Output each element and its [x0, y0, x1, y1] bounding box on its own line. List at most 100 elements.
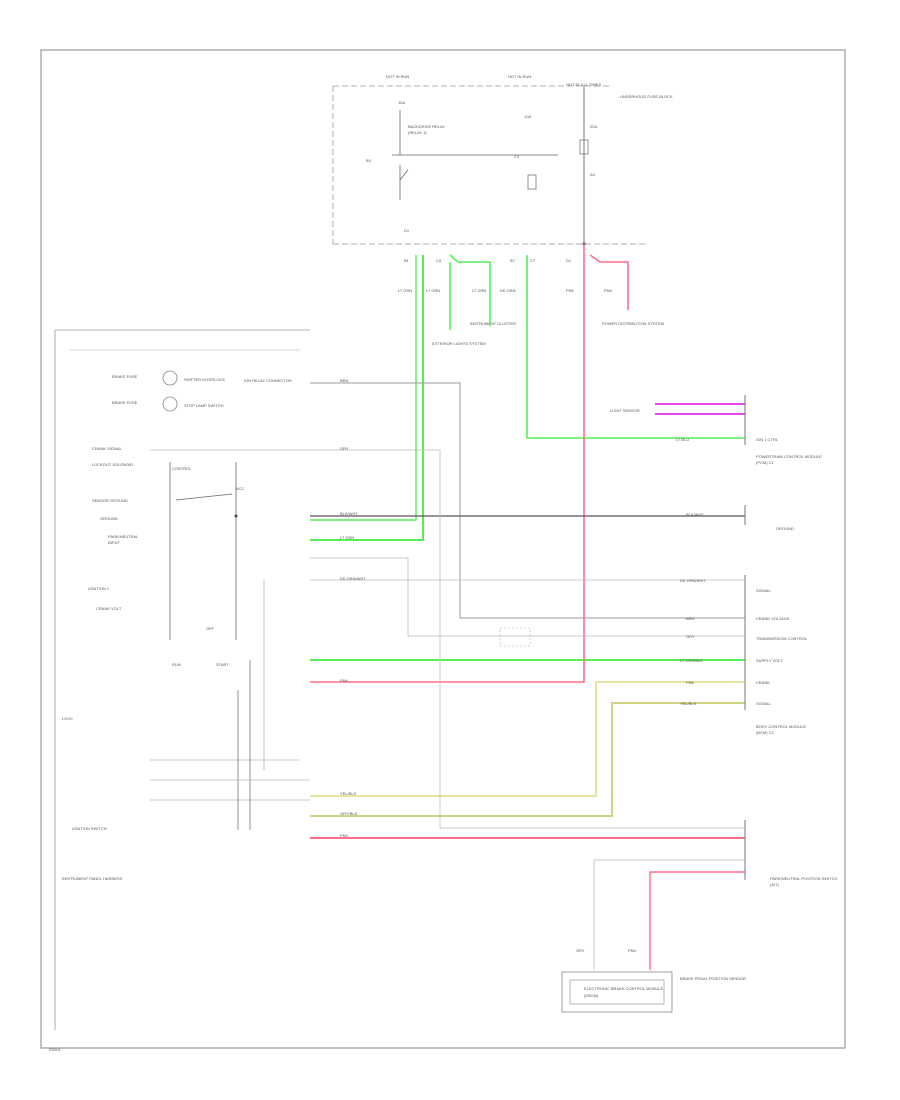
mid-gry: GRY: [340, 446, 349, 451]
wire-pnk-1: [310, 244, 585, 683]
top-pin-0: B1: [404, 258, 410, 263]
connector-d1: D1: [404, 228, 410, 233]
dest-instrument-cluster: INSTRUMENT CLUSTER: [470, 321, 516, 326]
right-row-6-circuit: CRANK: [756, 680, 770, 685]
left-item-4: SENSOR GROUND: [92, 498, 128, 503]
relay-label: BACKDRIVE RELAY: [408, 124, 445, 129]
right-row-1-circuit: GROUND: [776, 526, 794, 531]
wire-lt-grn-1: [310, 255, 424, 541]
switch-run: RUN: [172, 662, 181, 667]
left-footer-label: INSTRUMENT PANEL HARNESS: [62, 876, 123, 881]
left-item-5: GROUND: [100, 516, 118, 521]
top-wire-4: PNK: [566, 288, 575, 293]
connector-c2: C2: [514, 154, 520, 159]
top-wire-0: LT GRN: [398, 288, 412, 293]
page-id: R2001: [49, 1047, 62, 1052]
right-row-4-circuit: TRANSMISSION CONTROL: [756, 636, 808, 641]
left-bottom-label: IGNITION SWITCH: [72, 826, 107, 831]
right-labels: IGN 1 CTRL LT BLU POWERTRAIN CONTROL MOD…: [676, 395, 837, 887]
fuse-3: 20A: [590, 124, 597, 129]
top-wire-1: LT GRN: [426, 288, 440, 293]
wire-pnk-2: [589, 254, 629, 310]
wire-dk-grn: [526, 255, 745, 439]
right-row-6-wire: PNK: [686, 680, 695, 685]
left-sub-1: STOP LAMP SWITCH: [184, 403, 224, 408]
diagram-frame: [40, 49, 846, 1049]
ebcm-desc: BRAKE PEDAL POSITION SENSOR: [680, 976, 746, 981]
right-row-5-circuit: SUPPLY VOLT: [756, 658, 783, 663]
brake-lamp-icon-2: [162, 396, 178, 412]
right-row-7-wire: YEL/BLK: [680, 701, 697, 706]
wire-gry-blk: [310, 702, 745, 817]
ebcm-line2: (EBCM): [584, 993, 599, 998]
wire-lt-grn-3: [449, 254, 491, 326]
right-desc2: (A/T): [770, 882, 780, 887]
right-row-3-circuit: CRANK VOLTAGE: [756, 616, 790, 621]
right-row-2-wire: DK GRN/WHT: [680, 578, 706, 583]
wire-lt-grn-2: [310, 255, 417, 521]
left-item-7: IGNITION 1: [88, 586, 110, 591]
switch-off: OFF: [206, 626, 215, 631]
top-wire-2: LT GRN: [472, 288, 486, 293]
mid-pnk: PNK: [340, 678, 349, 683]
left-sub-0: SHIFTER INTERLOCK: [184, 377, 225, 382]
mid-blk-wht: BLK/WHT: [340, 511, 358, 516]
bcm-block: BODY CONTROL MODULE: [756, 724, 806, 729]
bottom-wire-2: PNK: [340, 833, 349, 838]
hot-in-run-1: HOT IN RUN: [386, 74, 409, 79]
wire-gry-1: [310, 449, 745, 829]
connector-a4: A4: [590, 172, 596, 177]
wire-gry-2: [310, 557, 745, 637]
fuse-2: 10A: [524, 114, 531, 119]
ebcm-module: ELECTRONIC BRAKE CONTROL MODULE (EBCM) B…: [561, 948, 746, 1013]
left-item-8: CRANK VOLT: [96, 606, 122, 611]
fuse-1: 15A: [398, 100, 405, 105]
right-row-3-wire: BRN: [686, 616, 695, 621]
switch-acc: ACC: [236, 486, 245, 491]
ebcm-pnk: PNK: [628, 948, 637, 953]
top-wire-3: DK GRN: [500, 288, 516, 293]
switch-lock: LOCK: [62, 716, 73, 721]
left-panel: BRAKE FUSE SHIFTER INTERLOCK BRAKE FUSE …: [54, 329, 310, 1030]
right-row-5-wire: LT GRN/BLK: [680, 658, 703, 663]
dest-power-distribution: POWER DISTRIBUTION SYSTEM: [602, 321, 664, 326]
ebcm-name: ELECTRONIC BRAKE CONTROL MODULE: [584, 986, 664, 991]
top-pin-3: C7: [530, 258, 536, 263]
left-sub-3: CONTROL: [172, 466, 192, 471]
right-desc: PARK/NEUTRAL POSITION SWITCH: [770, 876, 837, 881]
top-wire-5: PNK: [604, 288, 613, 293]
connector-b3: B3: [366, 158, 372, 163]
top-wire-labels: LT GRN LT GRN LT GRN DK GRN PNK PNK B1 C…: [398, 258, 613, 293]
right-row-1-wire: BLK/WHT: [686, 512, 704, 517]
top-pin-1: C5: [436, 258, 442, 263]
fuse-block: HOT IN RUN HOT IN RUN HOT AT ALL TIMES U…: [332, 74, 673, 246]
hot-at-all-times: HOT AT ALL TIMES: [566, 82, 601, 87]
wires: [310, 244, 745, 970]
mid-lt-grn: LT GRN: [340, 535, 354, 540]
dest-light-sensor: LIGHT SENSOR: [610, 408, 640, 413]
top-pin-2: B7: [510, 258, 516, 263]
mid-brn: BRN: [340, 378, 349, 383]
bcm-connector: (BCM) C2: [756, 730, 775, 735]
left-item-2: CRANK SIGNAL: [92, 446, 123, 451]
ign-relay-label: IGN RELAY CONNECTOR: [244, 378, 292, 383]
underhood-label: UNDERHOOD FUSE BLOCK: [620, 94, 673, 99]
switch-start: START: [216, 662, 229, 667]
dest-exterior-lights: EXTERIOR LIGHTS SYSTEM: [432, 341, 486, 346]
left-item-3: LOCKOUT SOLENOID: [92, 462, 133, 467]
hot-in-run-2: HOT IN RUN: [508, 74, 531, 79]
bottom-wire-0: YEL/BLK: [340, 791, 357, 796]
left-sub-6: INPUT: [108, 540, 121, 545]
mid-dk-grn-wht: DK GRN/WHT: [340, 576, 366, 581]
ebcm-gry: GRY: [576, 948, 585, 953]
wire-brn: [310, 382, 745, 619]
wire-yel-blk: [310, 681, 745, 797]
bottom-wire-1: GRY/BLK: [340, 811, 358, 816]
right-row-0-wire: LT BLU: [676, 437, 689, 442]
right-row-4-wire: GRY: [686, 634, 695, 639]
pcm-block: POWERTRAIN CONTROL MODULE: [756, 454, 822, 459]
left-item-1: BRAKE FUSE: [112, 400, 138, 405]
pcm-connector: (PCM) C1: [756, 460, 775, 465]
top-pin-4: D1: [566, 258, 572, 263]
